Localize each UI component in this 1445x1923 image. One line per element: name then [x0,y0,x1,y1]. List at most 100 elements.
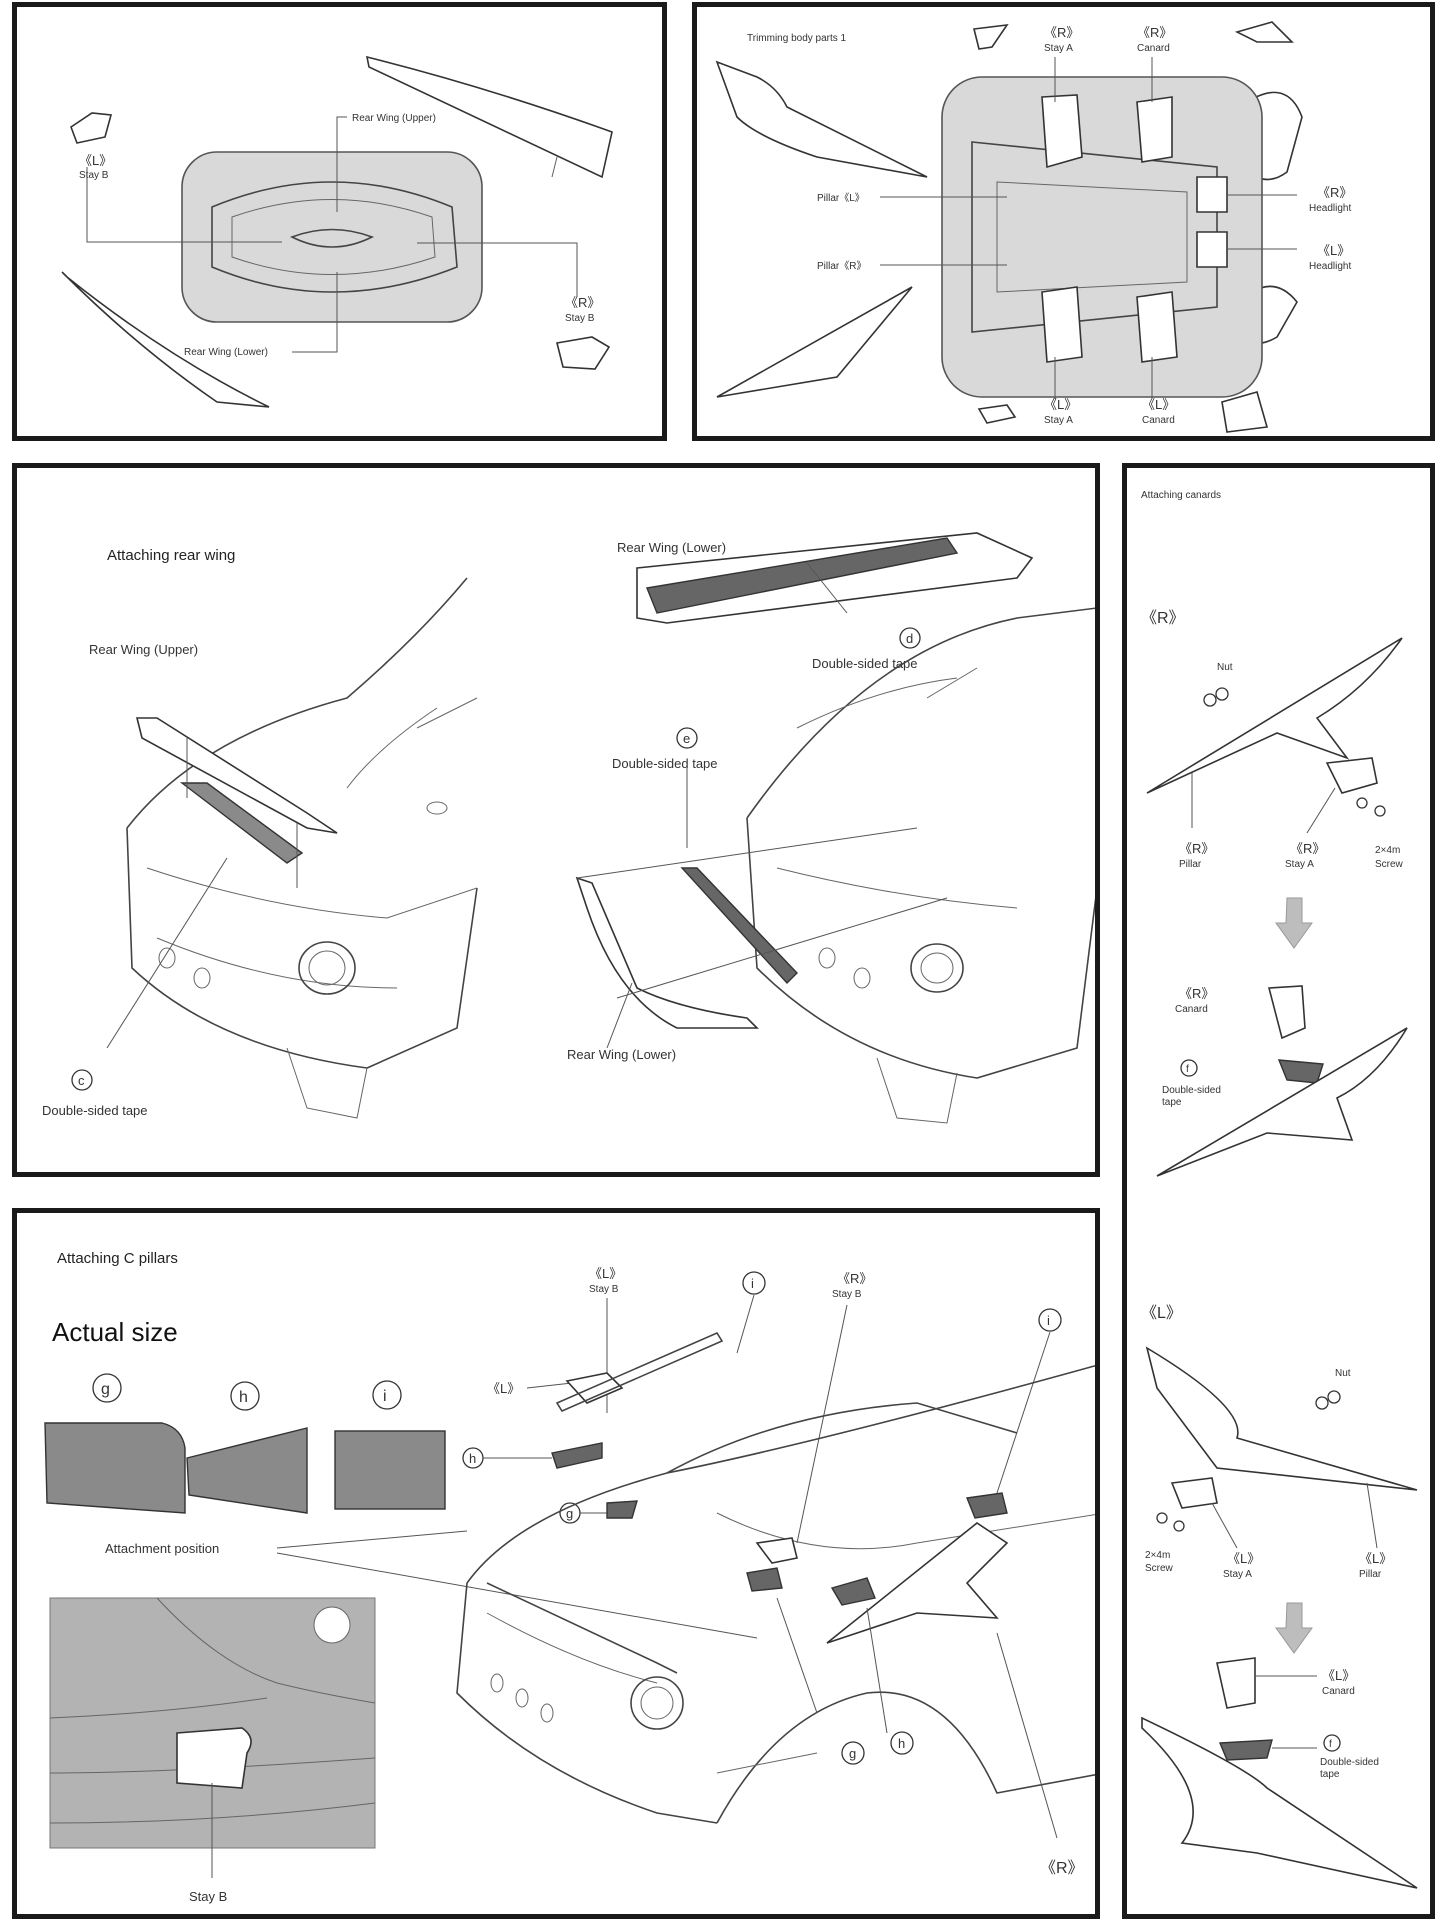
label-stay-a-r-name: Stay A [1044,43,1073,54]
letter-h-marker: h [469,1451,476,1466]
attaching-rear-wing-diagram: Attaching rear wing Rear Wing (Upper) c … [42,532,1095,1124]
letter-h: h [239,1389,248,1406]
c-pillar-r-part [826,1522,1009,1644]
label-pillar-r-side: 《R》 [1179,841,1214,856]
label-l-section: 《L》 [1141,1305,1182,1322]
inset-stay-b-part [176,1727,252,1789]
attaching-canards-diagram: Attaching canards 《R》 Nut 《R》 Pillar 《R》… [1141,490,1418,1889]
canard-bottom-part [1221,391,1269,433]
letter-tape-e: e [683,731,690,746]
label-canard-r-side: 《R》 [1179,986,1214,1001]
rear-wing-lower-piece [575,876,759,1029]
stay-b-r-part [755,1537,798,1564]
label-stay-b-left-side: 《L》 [79,153,112,168]
label-tape-d: Double-sided tape [812,656,918,671]
tape-h-r-part [830,1577,876,1606]
title-attaching-canards: Attaching canards [1141,490,1221,501]
panel-trimming-body-parts: Trimming body parts 1 《R》 Stay A 《R》 Can… [692,2,1435,441]
label-tape-f-l-line1: Double-sided [1320,1757,1379,1768]
letter-i: i [383,1388,387,1405]
label-stay-a-l-name: Stay A [1223,1569,1252,1580]
letter-i-top: i [751,1276,754,1291]
canard-l-part [1216,1657,1256,1709]
rear-wing-lower-part [61,271,270,408]
label-tape-c: Double-sided tape [42,1103,148,1118]
tape-g-part [606,1500,638,1519]
tape-i-actual [334,1430,446,1510]
canard-top-part [1234,21,1294,43]
pillar-l-canard-part [1145,1346,1418,1491]
label-rear-wing-lower: Rear Wing (Lower) [184,347,268,358]
label-stay-b-r-name: Stay B [832,1289,862,1300]
label-rear-wing-lower-top: Rear Wing (Lower) [617,540,726,555]
label-screw-r-name: Screw [1375,859,1404,870]
tape-c-strip [179,782,304,864]
attaching-c-pillars-diagram: Attaching C pillars Actual size g h i At… [44,1250,1095,1904]
label-canard-l-side: 《L》 [1142,397,1175,412]
tray-canard-r [1136,96,1173,163]
tape-i-part [966,1492,1008,1519]
tape-f-r-strip [1277,1059,1324,1084]
label-nut-l: Nut [1335,1368,1351,1379]
panel-attaching-canards: Attaching canards 《R》 Nut 《R》 Pillar 《R》… [1122,463,1435,1919]
tray-stay-a-r [1041,94,1083,169]
step-arrow-l [1275,1602,1313,1654]
label-headlight-l-name: Headlight [1309,261,1351,272]
label-stay-b-l-side: 《L》 [589,1266,622,1281]
stay-b-left-part [70,112,113,144]
label-stay-b-right-side: 《R》 [565,295,600,310]
letter-h-bottom: h [898,1736,905,1751]
label-stay-a-l-name: Stay A [1044,415,1073,426]
label-rear-wing-upper: Rear Wing (Upper) [352,113,436,124]
label-l-marker: 《L》 [487,1381,520,1396]
label-headlight-l-side: 《L》 [1317,243,1350,258]
rear-wing-upper-part [365,55,613,179]
label-rear-wing-lower-bottom: Rear Wing (Lower) [567,1047,676,1062]
label-screw-r-size: 2×4m [1375,845,1400,856]
letter-tape-f-l: f [1329,1739,1332,1750]
tray-headlight-r [1196,176,1228,213]
panel-rear-wing-parts: Rear Wing (Upper) 《L》 Stay B 《R》 Stay B … [12,2,667,441]
title-attaching-rear-wing: Attaching rear wing [107,547,235,564]
label-canard-r-side: 《R》 [1137,25,1172,40]
label-pillar-l-side: 《L》 [1359,1551,1392,1566]
stay-a-bottom-part [977,404,1017,424]
label-canard-l-side: 《L》 [1322,1668,1355,1683]
tape-g-actual [44,1422,186,1514]
stay-a-top-part [973,23,1009,50]
canard-r-part [1267,985,1306,1040]
stay-a-l-canard-part [1170,1477,1218,1509]
label-stay-b-inset: Stay B [189,1889,227,1904]
stay-a-r-canard-part [1325,757,1378,794]
label-headlight-r-side: 《R》 [1317,185,1352,200]
label-stay-a-r-side: 《R》 [1290,841,1325,856]
label-pillar-l-name: Pillar [1359,1569,1382,1580]
tape-h-part [551,1442,603,1469]
label-canard-l-name: Canard [1142,415,1175,426]
label-pillar-r-name: Pillar [1179,859,1202,870]
label-screw-l-name: Screw [1145,1563,1174,1574]
label-nut-r: Nut [1217,662,1233,673]
rear-wing-parts-diagram: Rear Wing (Upper) 《L》 Stay B 《R》 Stay B … [61,55,613,408]
letter-g: g [101,1381,110,1398]
letter-g-bottom: g [849,1746,856,1761]
label-r-section: 《R》 [1141,610,1185,627]
stay-b-right-part [556,336,611,370]
label-stay-b-left-name: Stay B [79,170,109,181]
label-tape-f-r-line1: Double-sided [1162,1085,1221,1096]
label-stay-a-l-side: 《L》 [1227,1551,1260,1566]
letter-g-marker: g [566,1506,573,1521]
pillar-right-part [716,286,913,398]
label-stay-b-l-name: Stay B [589,1284,619,1295]
tray-stay-a-l [1041,286,1083,363]
tape-g-r-part [746,1567,783,1592]
tape-h-actual [186,1427,308,1514]
wing-parts-tray [181,151,483,323]
label-stay-a-r-name: Stay A [1285,859,1314,870]
label-stay-b-r-side: 《R》 [837,1271,872,1286]
label-tape-f-r-line2: tape [1162,1097,1182,1108]
label-stay-a-r-side: 《R》 [1044,25,1079,40]
body-parts-tray [941,76,1263,398]
label-pillar-l: Pillar《L》 [817,192,865,204]
label-canard-r-name: Canard [1137,43,1170,54]
